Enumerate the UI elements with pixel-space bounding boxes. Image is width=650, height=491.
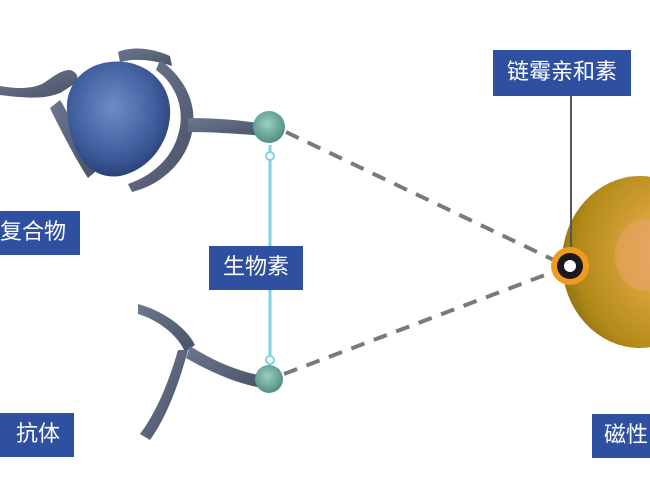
antigen-blob	[66, 61, 171, 177]
connector-dot-bottom	[265, 355, 275, 365]
dashed-line-lower	[283, 268, 559, 376]
magnetic-bead	[562, 176, 650, 348]
upper-antibody-cradle	[128, 60, 194, 192]
upper-antibody-left-arm	[0, 70, 78, 98]
lower-antibody-stem	[186, 346, 264, 388]
dashed-line-upper	[285, 130, 559, 264]
upper-biotin-node	[253, 111, 285, 143]
magnetic-bead-label: 磁性	[592, 414, 650, 458]
antibody-label: 抗体	[0, 413, 75, 457]
bead-highlight	[615, 219, 650, 291]
lower-antibody-upper-arm	[138, 304, 195, 352]
lower-biotin-node	[255, 365, 283, 393]
biotin-label: 生物素	[209, 246, 304, 290]
upper-antibody-top-arm	[118, 48, 172, 66]
antibody-antigen-complex	[0, 48, 285, 192]
streptavidin-ring-inner	[564, 260, 576, 272]
streptavidin-label: 链霉亲和素	[493, 50, 632, 96]
upper-antibody-stem	[188, 118, 266, 136]
connector-dot-top	[265, 151, 275, 161]
lower-antibody-lower-arm	[140, 350, 188, 440]
complex-label: 复合物	[0, 211, 81, 255]
antibody	[138, 304, 283, 440]
